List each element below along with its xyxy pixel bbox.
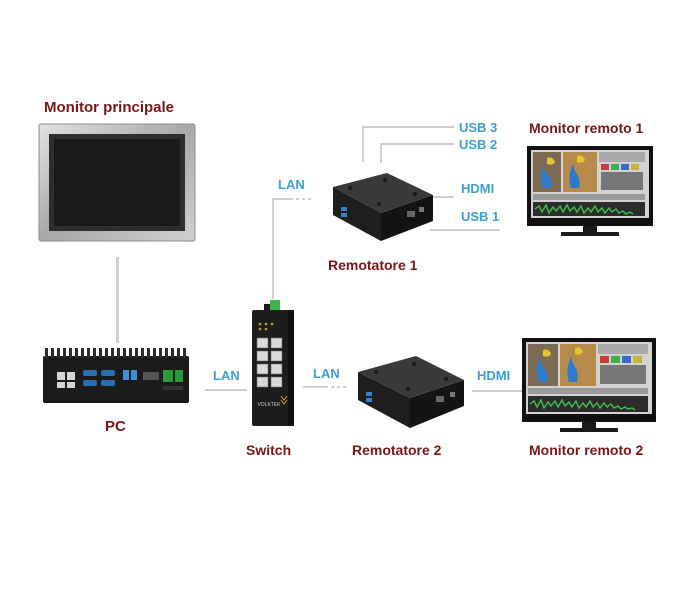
hdmi2-label: HDMI: [477, 368, 511, 383]
usb3-label: USB 3: [459, 120, 498, 135]
main-monitor-image: [38, 123, 196, 242]
line-usb2-vertical: [380, 143, 382, 163]
remotatore-2-image: [358, 356, 464, 428]
pc-label: PC: [105, 418, 126, 435]
switch-label: Switch: [246, 442, 292, 458]
line-usb2-horizontal: [380, 143, 454, 145]
monitor-remoto-1-label: Monitor remoto 1: [529, 120, 644, 136]
lan-label-switch-rem2: LAN: [313, 366, 340, 381]
line-hdmi2: [472, 390, 522, 392]
line-hdmi1: [428, 196, 454, 198]
line-switch-rem1-horizontal: [272, 198, 290, 200]
monitor-remoto-2-label: Monitor remoto 2: [529, 442, 644, 458]
switch-image: VOLKTEK: [252, 300, 294, 426]
monitor-principale-label: Monitor principale: [44, 99, 175, 116]
lan-label-pc-switch: LAN: [213, 368, 240, 383]
monitor-remoto-1-image: [527, 146, 653, 236]
switch-brand: VOLKTEK: [257, 402, 281, 408]
usb1-label: USB 1: [461, 209, 500, 224]
remotatore-1-label: Remotatore 1: [328, 257, 418, 273]
monitor-remoto-2-image: [522, 338, 656, 432]
line-usb3-vertical: [362, 126, 364, 162]
line-usb3-horizontal: [362, 126, 454, 128]
line-switch-rem2-dots: [325, 386, 349, 388]
usb2-label: USB 2: [459, 137, 498, 152]
lan-label-switch-rem1: LAN: [278, 177, 305, 192]
line-switch-rem1-dots: [290, 198, 312, 200]
remotatore-2-label: Remotatore 2: [352, 442, 442, 458]
hdmi1-label: HDMI: [461, 181, 495, 196]
pc-image: [43, 348, 189, 403]
line-switch-rem2: [303, 386, 325, 388]
line-switch-rem1-vertical: [272, 199, 274, 299]
remotatore-1-image: [333, 173, 433, 241]
line-usb1: [430, 229, 500, 231]
line-pc-switch: [205, 389, 247, 391]
line-monitor-pc: [116, 257, 119, 343]
